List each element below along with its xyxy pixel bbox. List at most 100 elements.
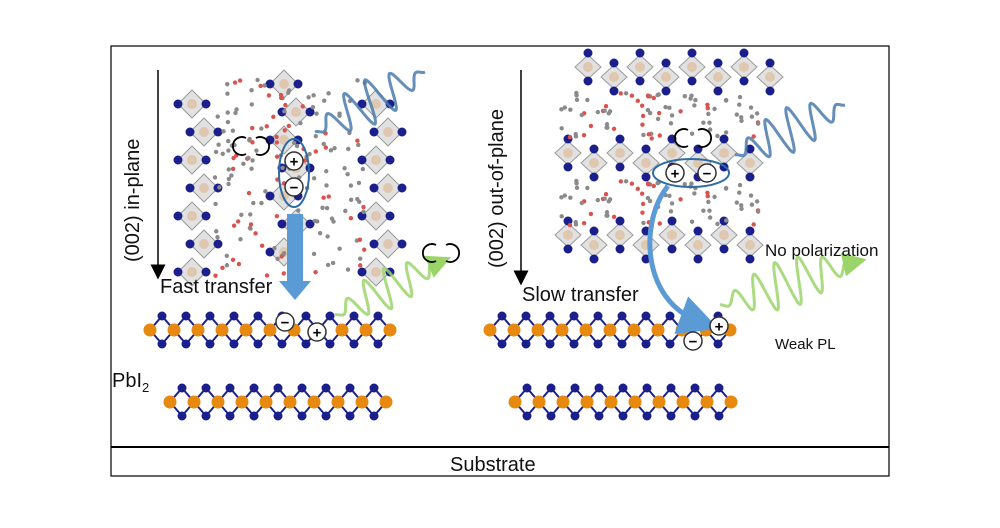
organic-atom [639, 103, 645, 108]
organic-atom [233, 110, 238, 116]
organic-atom [751, 222, 756, 227]
iodine-atom [641, 311, 651, 321]
iodine-atom [249, 411, 259, 421]
left-exciton-ellipse [278, 138, 310, 208]
right-perovskite-layers [554, 48, 784, 264]
organic-atom [562, 193, 568, 198]
left-circular-polarization-icon [232, 136, 270, 156]
organic-atom [692, 191, 697, 196]
organic-atom [324, 205, 330, 211]
iodine-atom [563, 244, 573, 254]
organic-atom [324, 169, 329, 174]
organic-atom [655, 92, 660, 98]
organic-atom [249, 87, 254, 93]
organic-atom [358, 256, 363, 261]
iodine-atom [522, 383, 532, 393]
organic-atom [249, 102, 255, 107]
organic-atom [280, 165, 285, 171]
organic-atom [611, 214, 617, 219]
organic-atom [689, 219, 695, 224]
organic-atom [324, 183, 329, 188]
organic-atom [611, 126, 617, 131]
iodine-atom [693, 254, 703, 264]
organic-atom [246, 190, 252, 196]
iodine-atom [589, 172, 599, 182]
organic-atom [356, 180, 362, 186]
iodine-atom [641, 339, 651, 349]
organic-atom [748, 193, 754, 198]
lead-atom [555, 323, 569, 337]
organic-atom [678, 197, 683, 202]
organic-atom [588, 211, 594, 217]
iodine-atom [305, 107, 315, 117]
organic-atom [337, 113, 342, 118]
iodine-atom [277, 219, 287, 229]
lead-atom [371, 155, 381, 165]
organic-atom [568, 195, 573, 200]
lead-atom [667, 148, 677, 158]
organic-atom [266, 93, 272, 98]
iodine-atom [594, 383, 604, 393]
iodine-atom [714, 383, 724, 393]
organic-atom [314, 111, 319, 116]
iodine-atom [373, 311, 383, 321]
iodine-atom [589, 144, 599, 154]
iodine-atom [745, 172, 755, 182]
organic-atom [226, 181, 231, 187]
iodine-atom [185, 239, 195, 249]
organic-atom [669, 113, 675, 118]
organic-atom [214, 229, 219, 234]
pbi2-right-electron-sign: − [689, 334, 698, 351]
organic-atom [640, 210, 645, 215]
organic-atom [707, 120, 712, 125]
iodine-atom [325, 339, 335, 349]
organic-atom [706, 199, 711, 205]
organic-atom [357, 237, 363, 242]
organic-atom [618, 91, 624, 96]
left-perovskite-columns [173, 69, 407, 287]
organic-atom [321, 141, 326, 147]
organic-atom [657, 221, 662, 226]
organic-atom [707, 215, 713, 220]
organic-atom [225, 119, 231, 125]
lead-atom [187, 395, 201, 409]
iodine-atom [397, 239, 407, 249]
lead-atom [580, 395, 594, 409]
organic-atom [355, 138, 360, 143]
iodine-atom [666, 411, 676, 421]
left-electron-sign: − [290, 180, 299, 197]
iodine-atom [157, 339, 167, 349]
lead-atom [556, 395, 570, 409]
lead-atom [719, 148, 729, 158]
organic-atom [706, 111, 711, 117]
organic-atom [603, 192, 609, 197]
lead-atom [745, 240, 755, 250]
organic-atom [360, 166, 366, 172]
iodine-atom [570, 411, 580, 421]
organic-atom [668, 209, 674, 214]
organic-atom [291, 140, 297, 146]
organic-atom [311, 251, 317, 257]
right-electron-sign: − [703, 166, 712, 183]
lead-atom [143, 323, 157, 337]
iodine-atom [201, 155, 211, 165]
organic-atom [303, 158, 308, 163]
organic-atom [215, 114, 220, 119]
lead-atom [583, 62, 593, 72]
right-emission-wave [719, 252, 867, 312]
organic-atom [325, 234, 330, 239]
left-electron [284, 177, 304, 197]
iodine-atom [593, 339, 603, 349]
lead-atom [383, 239, 393, 249]
iodine-atom [521, 311, 531, 321]
pbi2-right-hole [709, 316, 729, 336]
lead-atom [508, 395, 522, 409]
organic-atom [559, 214, 564, 219]
slow-transfer-label: Slow transfer [522, 284, 639, 306]
iodine-atom [690, 411, 700, 421]
organic-atom [705, 194, 710, 199]
organic-atom [604, 210, 610, 215]
organic-atom [669, 201, 675, 206]
organic-atom [238, 236, 243, 242]
organic-atom [562, 105, 568, 110]
